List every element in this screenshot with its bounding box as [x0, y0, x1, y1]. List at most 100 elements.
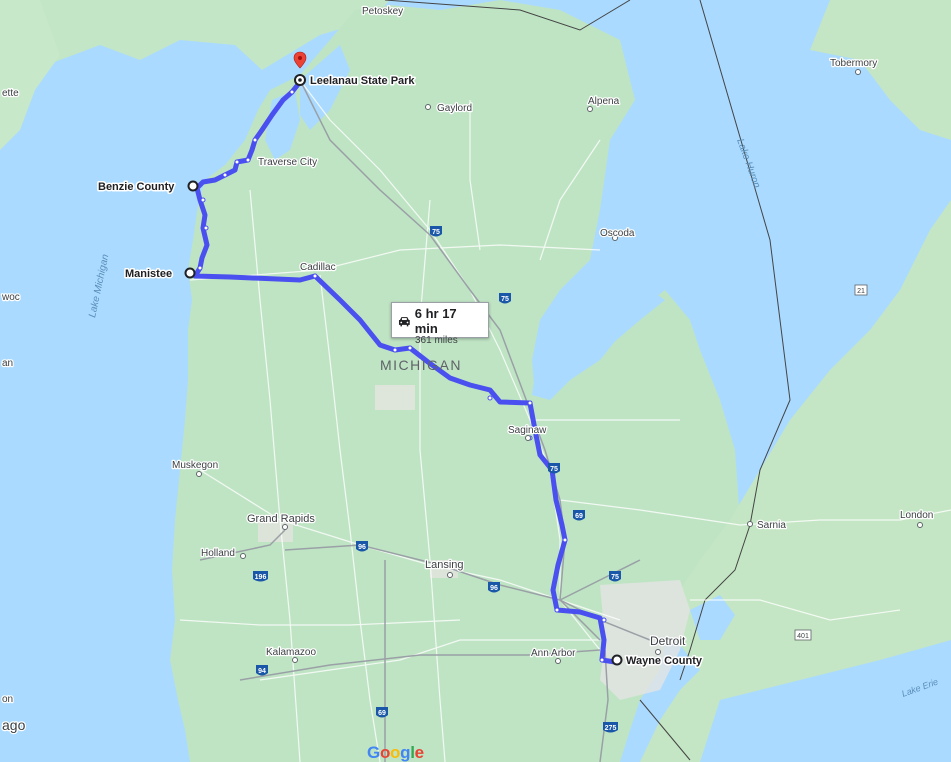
route-vertices: [197, 89, 607, 663]
route-distance: 361 miles: [415, 335, 458, 346]
shield-75-south: 75: [609, 571, 621, 582]
svg-text:69: 69: [575, 513, 583, 520]
edge-label-an: an: [2, 358, 13, 369]
city-label-tobermory: Tobermory: [830, 58, 877, 69]
edge-label-ette: ette: [2, 88, 19, 99]
london-dot: [917, 522, 923, 528]
city-label-ann-arbor: Ann Arbor: [531, 648, 576, 659]
alpena-dot: [587, 106, 593, 112]
waypoint-marker-wayne-county[interactable]: [611, 654, 623, 666]
shield-96-west: 96: [356, 541, 368, 552]
svg-text:94: 94: [258, 668, 266, 675]
svg-text:21: 21: [857, 288, 865, 295]
state-border-north: [384, 0, 631, 31]
muskegon-dot: [196, 471, 202, 477]
interstate-shields: 75 75 75 69 196 96: [253, 226, 868, 733]
city-label-muskegon: Muskegon: [172, 460, 218, 471]
city-label-detroit: Detroit: [650, 634, 686, 648]
shield-401: 401: [794, 629, 812, 641]
city-label-cadillac: Cadillac: [300, 262, 336, 273]
waypoint-marker-benzie[interactable]: [187, 180, 199, 192]
shield-69-east: 69: [573, 510, 585, 521]
detroit-urban-area: [600, 580, 690, 700]
detroit-river-border: [679, 599, 706, 681]
international-border: [699, 0, 791, 601]
city-dots: [196, 69, 923, 664]
logo-e: e: [414, 743, 424, 762]
waypoint-marker-manistee[interactable]: [184, 267, 196, 279]
saginaw-bay: [532, 270, 665, 400]
svg-text:96: 96: [358, 544, 366, 551]
lansing-dot: [447, 572, 453, 578]
destination-pin-icon[interactable]: [293, 51, 307, 69]
shield-21: 21: [854, 284, 868, 296]
state-label-michigan: MICHIGAN: [380, 357, 462, 373]
shield-75-mid: 75: [499, 293, 511, 304]
city-label-holland: Holland: [201, 548, 235, 559]
city-label-grand-rapids: Grand Rapids: [247, 513, 315, 525]
city-label-saginaw: Saginaw: [508, 425, 547, 436]
svg-text:275: 275: [605, 725, 617, 732]
ohio-border: [639, 699, 691, 761]
edge-label-on: on: [2, 694, 13, 705]
logo-o2: o: [390, 743, 401, 762]
logo-o1: o: [379, 743, 391, 762]
city-label-london: London: [900, 510, 933, 521]
google-logo: Google: [367, 743, 424, 762]
waypoint-label-wayne-county[interactable]: Wayne County: [625, 654, 705, 669]
city-label-gaylord: Gaylord: [437, 103, 472, 114]
sarnia-dot: [747, 521, 753, 527]
svg-text:196: 196: [255, 574, 267, 581]
svg-text:69: 69: [378, 710, 386, 717]
grand-rapids-dot: [282, 524, 288, 530]
bruce-peninsula-land: [810, 0, 951, 140]
route-info-box[interactable]: 6 hr 17 min 361 miles: [391, 302, 489, 346]
logo-g2: g: [400, 743, 411, 762]
city-label-kalamazoo: Kalamazoo: [266, 647, 316, 658]
kalamazoo-dot: [292, 657, 298, 663]
little-traverse-bay: [300, 45, 350, 130]
logo-g1: G: [367, 743, 380, 762]
city-label-traverse-city: Traverse City: [258, 157, 317, 168]
shield-75-saginaw: 75: [548, 463, 560, 474]
oscoda-dot: [612, 235, 618, 241]
edge-label-woc: woc: [1, 292, 20, 303]
svg-text:401: 401: [797, 633, 809, 640]
svg-text:75: 75: [550, 466, 558, 473]
waypoint-label-manistee[interactable]: Manistee: [124, 267, 174, 282]
detroit-dot: [655, 649, 661, 655]
wisconsin-land: [0, 0, 60, 150]
waypoint-label-benzie[interactable]: Benzie County: [97, 180, 177, 195]
shield-75-north: 75: [430, 226, 442, 237]
logo-l: l: [410, 743, 415, 762]
upper-peninsula-land: [0, 0, 390, 75]
shield-275: 275: [603, 722, 618, 733]
svg-text:75: 75: [432, 229, 440, 236]
saginaw-dot: [525, 435, 531, 441]
waypoint-label-leelanau[interactable]: Leelanau State Park: [309, 74, 417, 89]
edge-label-ago: ago: [2, 717, 26, 733]
shield-196: 196: [253, 571, 268, 582]
shield-69-south: 69: [376, 707, 388, 718]
svg-text:96: 96: [490, 585, 498, 592]
gaylord-dot: [425, 104, 431, 110]
city-label-alpena: Alpena: [588, 96, 620, 107]
shield-96-east: 96: [488, 582, 500, 593]
city-label-petoskey: Petoskey: [362, 6, 403, 17]
city-label-oscoda: Oscoda: [600, 228, 635, 239]
shield-94: 94: [256, 665, 268, 676]
svg-text:75: 75: [611, 574, 619, 581]
tobermory-dot: [855, 69, 861, 75]
svg-text:75: 75: [501, 296, 509, 303]
ann-arbor-dot: [555, 658, 561, 664]
lake-erie: [700, 640, 951, 762]
grand-traverse-bay: [265, 90, 300, 160]
route-duration: 6 hr 17 min: [414, 306, 457, 336]
city-label-sarnia: Sarnia: [757, 520, 786, 531]
city-label-lansing: Lansing: [425, 559, 464, 571]
michigan-center-area: [375, 385, 415, 410]
waypoint-marker-leelanau[interactable]: [294, 74, 306, 86]
lake-st-clair: [690, 595, 735, 640]
